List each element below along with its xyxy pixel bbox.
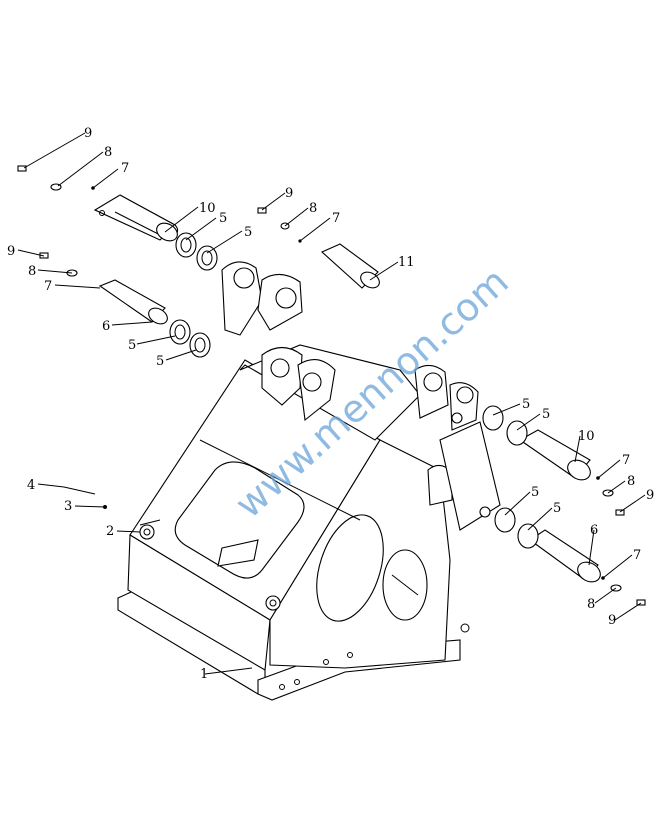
callout-7-right: 7 [622,453,630,468]
callout-5-left-a: 5 [128,338,136,353]
callout-10-right: 10 [578,429,595,444]
callout-6-left: 6 [102,319,110,334]
callout-11: 11 [398,255,415,270]
callout-8-right: 8 [627,474,635,489]
callout-9-left: 9 [7,244,15,259]
callout-3: 3 [64,499,72,514]
front-frame-body [117,261,501,701]
left-pin-assembly [39,252,211,358]
callout-4: 4 [27,478,35,493]
callout-9-lower-right: 9 [608,613,616,628]
callout-8-top-left: 8 [104,145,112,160]
callout-5-lower-right-a: 5 [531,485,539,500]
leader-lines [17,132,646,675]
callout-8-left: 8 [28,264,36,279]
callout-6-right: 6 [590,523,598,538]
callout-7-left: 7 [44,279,52,294]
callout-9-center: 9 [285,186,293,201]
callout-5-right-b: 5 [542,407,550,422]
callout-2: 2 [106,524,114,539]
callout-5-top-left-a: 5 [219,211,227,226]
upper-left-pin-assembly [17,165,218,271]
callout-5-lower-right-b: 5 [553,501,561,516]
callout-1: 1 [200,667,208,682]
callout-labels: 1 2 3 4 9 8 7 10 5 5 9 8 7 6 5 5 9 8 7 1… [7,126,654,682]
callout-8-lower-right: 8 [587,597,595,612]
callout-8-center: 8 [309,201,317,216]
callout-10-top-left: 10 [199,201,216,216]
callout-9-top-left: 9 [84,126,92,141]
callout-5-left-b: 5 [156,354,164,369]
callout-7-top-left: 7 [121,161,129,176]
right-pin-assembly [482,405,646,606]
callout-5-top-left-b: 5 [244,225,252,240]
callout-9-right: 9 [646,488,654,503]
callout-5-right-a: 5 [522,397,530,412]
callout-7-lower-right: 7 [633,548,641,563]
callout-7-center: 7 [332,211,340,226]
